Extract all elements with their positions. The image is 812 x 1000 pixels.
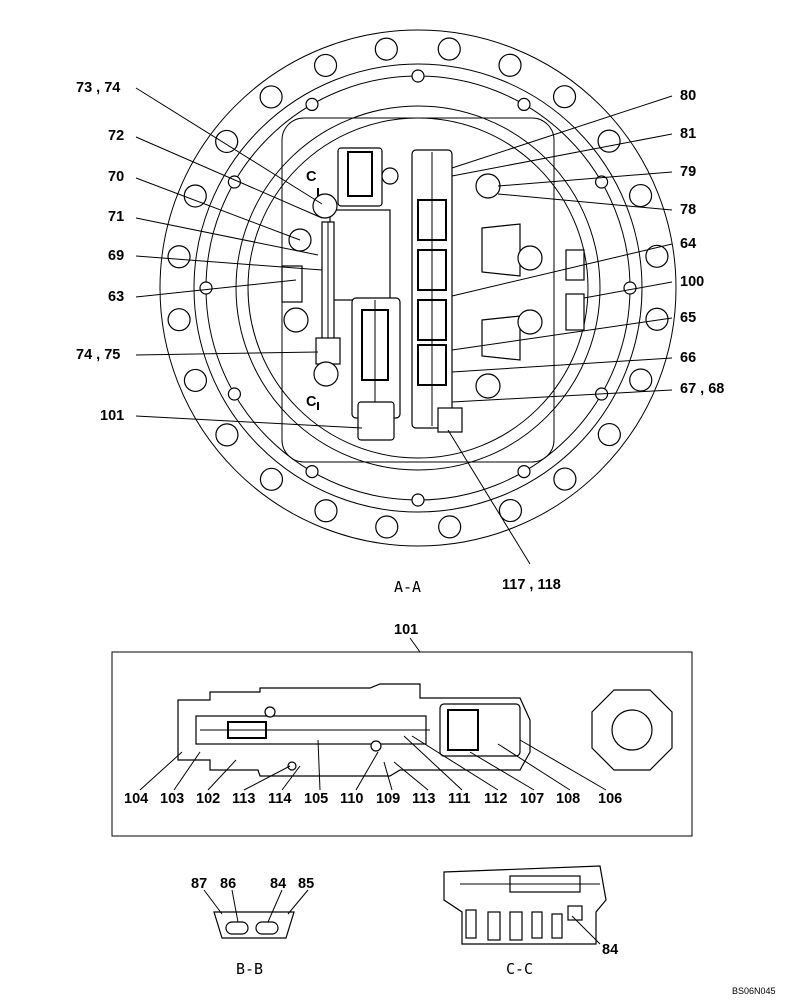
callout-79: 79	[680, 164, 696, 180]
callout-100: 100	[680, 274, 704, 290]
bolt-hole	[374, 37, 398, 61]
bolt-hole	[375, 515, 399, 539]
bolt-hole	[215, 129, 239, 154]
bolt-hole	[597, 129, 621, 153]
svg-text:C: C	[306, 394, 317, 410]
svg-text:114: 114	[268, 791, 291, 807]
right-spool-column	[411, 149, 463, 433]
top-left-valve-block	[337, 147, 399, 207]
left-mounting-bolts	[281, 193, 339, 387]
detail-101-frame	[111, 651, 693, 837]
bolt-hole	[259, 467, 284, 491]
bolt-hole	[314, 499, 338, 523]
bolt-hole	[411, 69, 425, 83]
drawing-code: BS06N045	[732, 986, 776, 996]
bolt-hole	[553, 467, 577, 491]
bolt-hole	[227, 387, 242, 401]
callout-64: 64	[680, 236, 696, 252]
bolt-hole	[629, 368, 653, 392]
callout-69: 69	[108, 248, 124, 264]
svg-text:109: 109	[376, 791, 400, 807]
flange-ring-2	[193, 63, 643, 513]
svg-text:111: 111	[448, 791, 471, 807]
section-label-c-c: C-C	[506, 960, 533, 978]
callout-73-74: 73 , 74	[76, 80, 120, 96]
callout-66: 66	[680, 350, 696, 366]
callouts-top-view: 73 , 74 72 70 71 69 63 74 , 75 101 80 81…	[76, 80, 724, 593]
bolt-hole	[645, 307, 669, 331]
callout-70: 70	[108, 169, 124, 185]
bolt-hole	[411, 493, 425, 507]
bolt-hole	[199, 281, 213, 295]
callout-117-118: 117 , 118	[502, 577, 561, 593]
bolt-hole	[215, 423, 239, 447]
svg-text:103: 103	[160, 791, 184, 807]
svg-text:85: 85	[298, 876, 314, 892]
callout-74-75: 74 , 75	[76, 347, 120, 363]
section-c-c: 84 C-C	[443, 865, 618, 978]
bolt-hole	[597, 422, 621, 447]
bolt-hole	[305, 464, 319, 479]
outer-bolt-holes	[167, 37, 669, 539]
svg-text:105: 105	[304, 791, 328, 807]
bolt-hole	[594, 175, 609, 189]
svg-text:106: 106	[598, 791, 622, 807]
bolt-hole	[313, 53, 338, 78]
callout-80: 80	[680, 88, 696, 104]
section-b-b: 87 86 84 85 B-B	[191, 876, 314, 978]
svg-text:107: 107	[520, 791, 544, 807]
hub-ring	[235, 105, 601, 471]
bolt-hole	[305, 97, 319, 112]
bolt-hole	[645, 244, 669, 268]
callout-101: 101	[100, 408, 124, 424]
center-spool-valve	[351, 297, 401, 441]
svg-text:84: 84	[602, 942, 618, 958]
svg-text:110: 110	[340, 791, 363, 807]
svg-text:C: C	[306, 169, 317, 185]
callout-78: 78	[680, 202, 696, 218]
bolt-hole	[167, 308, 191, 332]
detail-101-title: 101	[394, 622, 418, 638]
svg-text:102: 102	[196, 791, 220, 807]
right-side-ports	[475, 173, 585, 399]
bolt-hole	[438, 515, 462, 539]
svg-text:113: 113	[232, 791, 255, 807]
section-label-a-a: A-A	[394, 578, 421, 596]
bolt-hole	[552, 85, 577, 109]
svg-text:113: 113	[412, 791, 435, 807]
motor-section-a-a: C C A-A	[159, 29, 677, 596]
svg-text:112: 112	[484, 791, 507, 807]
bolt-hole	[498, 498, 523, 523]
callout-65: 65	[680, 310, 696, 326]
valve-body-core	[329, 209, 391, 301]
svg-text:87: 87	[191, 876, 207, 892]
bolt-hole	[517, 464, 531, 479]
callout-81: 81	[680, 126, 696, 142]
detail-101-part-numbers: 104 103 102 113 114 105 110 109 113 111 …	[124, 791, 622, 807]
callout-67-68: 67 , 68	[680, 381, 724, 397]
leader-lines	[135, 87, 673, 565]
bolt-hole	[628, 183, 653, 208]
bolt-hole	[167, 245, 191, 269]
svg-text:84: 84	[270, 876, 286, 892]
bolt-hole	[259, 85, 283, 109]
left-relief-cartridge	[315, 221, 341, 365]
bolt-hole	[517, 97, 531, 112]
callout-71: 71	[108, 209, 124, 225]
outer-flange-ring	[159, 29, 677, 547]
section-label-b-b: B-B	[236, 960, 263, 978]
bolt-hole	[623, 281, 637, 295]
bolt-hole	[437, 37, 461, 61]
detail-101: 101	[111, 622, 693, 837]
callout-72: 72	[108, 128, 124, 144]
callout-63: 63	[108, 289, 124, 305]
bolt-hole	[183, 368, 208, 393]
svg-text:108: 108	[556, 791, 580, 807]
svg-text:86: 86	[220, 876, 236, 892]
section-marker-c: C C	[306, 169, 319, 410]
bolt-hole	[498, 53, 522, 77]
svg-text:104: 104	[124, 791, 148, 807]
